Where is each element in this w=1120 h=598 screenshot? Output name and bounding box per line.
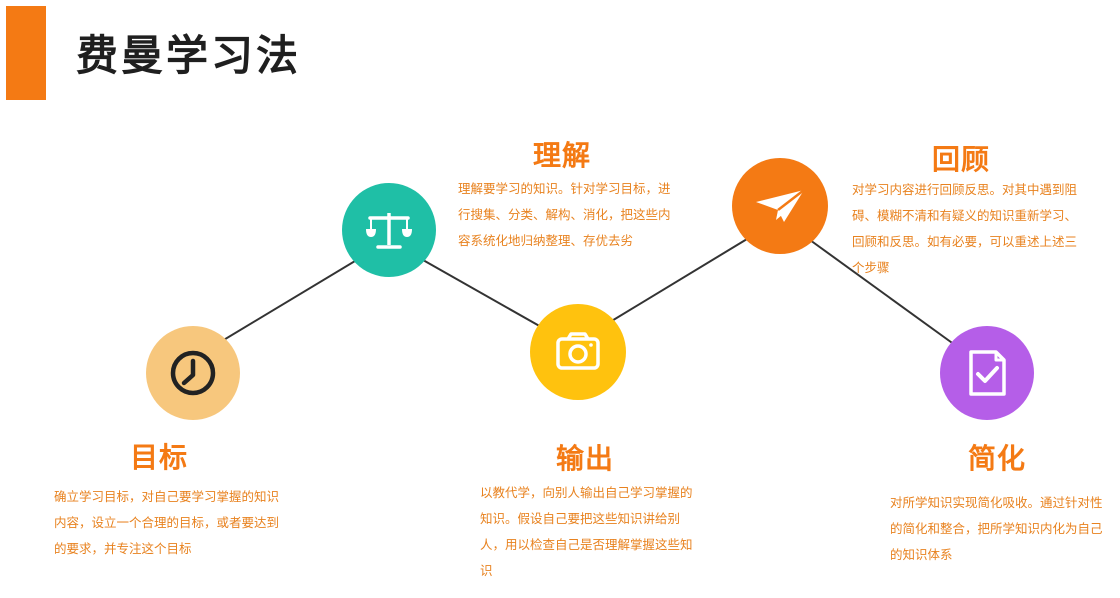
connector-output-review (609, 235, 753, 323)
step-simplify-circle (940, 326, 1034, 420)
step-understand-title: 理解 (533, 139, 592, 172)
step-simplify-title: 简化 (968, 442, 1027, 475)
page-title: 费曼学习法 (76, 31, 302, 80)
connector-goal-understand (211, 251, 371, 348)
step-review-title: 回顾 (932, 143, 991, 176)
step-review-description: 对学习内容进行回顾反思。对其中遇到阻碍、模糊不清和有疑义的知识重新学习、回顾和反… (852, 182, 1078, 275)
step-review-circle (732, 158, 828, 254)
step-output-description: 以教代学，向别人输出自己学习掌握的知识。假设自己要把这些知识讲给别人，用以检查自… (480, 485, 693, 578)
step-output-title: 输出 (556, 442, 615, 475)
step-goal-description: 确立学习目标，对自己要学习掌握的知识内容，设立一个合理的目标，或者要达到的要求，… (54, 489, 280, 556)
paper-plane-icon (756, 189, 805, 222)
balance-scale-icon (366, 213, 412, 249)
camera-icon (556, 332, 600, 370)
connector-review-simplify (809, 239, 956, 346)
step-simplify-description: 对所学知识实现简化吸收。通过针对性的简化和整合，把所学知识内化为自己的知识体系 (890, 495, 1103, 562)
step-understand-description: 理解要学习的知识。针对学习目标，进行搜集、分类、解构、消化，把这些内容系统化地归… (458, 181, 671, 248)
step-goal-circle (146, 326, 240, 420)
step-goal-title: 目标 (130, 441, 189, 474)
document-check-icon (969, 350, 1006, 396)
connector-understand-output (422, 259, 544, 329)
step-understand-circle (342, 183, 436, 277)
clock-icon (170, 350, 216, 396)
title-accent-bar (6, 6, 46, 100)
step-output-circle (530, 304, 626, 400)
